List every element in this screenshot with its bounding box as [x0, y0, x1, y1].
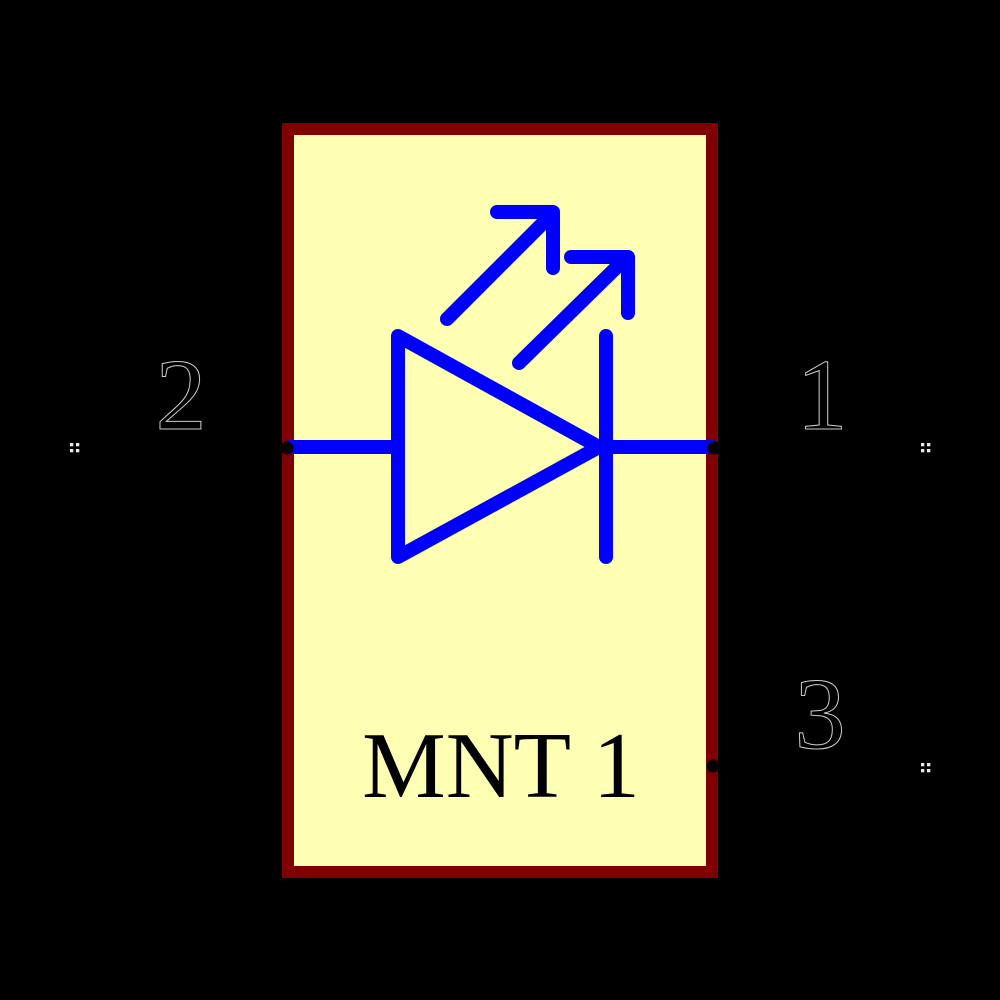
marker-dot	[927, 449, 931, 453]
marker-dot	[76, 443, 80, 447]
pin-2-number: 2	[156, 339, 207, 452]
marker-dot	[921, 443, 925, 447]
pin-3-number: 3	[795, 658, 846, 771]
pin-1-endpoint-marker[interactable]	[921, 443, 931, 453]
pin-endpoint-markers	[70, 443, 931, 773]
marker-dot	[927, 763, 931, 767]
marker-dot	[70, 443, 74, 447]
light-arrow-2-head	[564, 250, 635, 320]
pin-connection-dots	[280, 441, 721, 773]
marker-dot	[921, 763, 925, 767]
light-arrow-2-shaft	[512, 252, 632, 370]
pin-1-dot	[707, 441, 721, 455]
marker-dot	[76, 449, 80, 453]
light-arrow-1-shaft	[440, 208, 558, 326]
light-arrow-1-head	[490, 205, 560, 275]
pin-3-endpoint-marker[interactable]	[921, 763, 931, 773]
anode-triangle	[391, 329, 606, 564]
marker-dot	[921, 449, 925, 453]
pin-2-endpoint-marker[interactable]	[70, 443, 80, 453]
pin-1-number: 1	[797, 339, 848, 452]
pin-3-dot	[706, 759, 720, 773]
pin-2-dot	[280, 441, 294, 455]
marker-dot	[921, 769, 925, 773]
marker-dot	[927, 443, 931, 447]
marker-dot	[927, 769, 931, 773]
component-name-label[interactable]: MNT 1	[362, 714, 640, 818]
led-symbol[interactable]	[283, 205, 719, 564]
marker-dot	[70, 449, 74, 453]
